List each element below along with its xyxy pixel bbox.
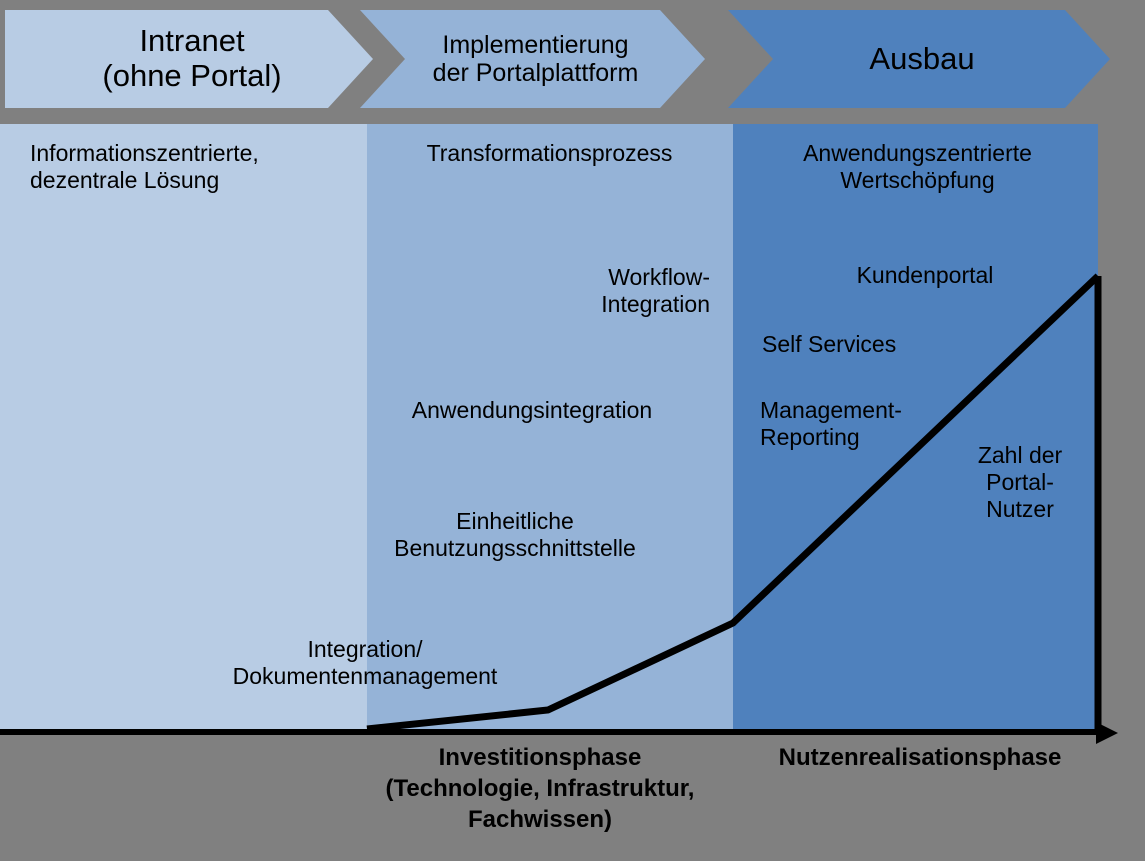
stage-arrow-implementierung[interactable]: Implementierung der Portalplattform xyxy=(360,10,705,108)
column-intranet xyxy=(0,124,367,732)
curve-label-zahl-der-portal-nutzer: Zahl der Portal- Nutzer xyxy=(977,442,1063,523)
stage-arrow-ausbau[interactable]: Ausbau xyxy=(728,10,1110,108)
item-informationszentrierte-dezentrale-loesung: Informationszentrierte, dezentrale Lösun… xyxy=(30,140,259,194)
stage-arrow-implementierung-label: Implementierung der Portalplattform xyxy=(432,31,639,87)
item-self-services: Self Services xyxy=(762,331,897,357)
item-transformationsprozess: Transformationsprozess xyxy=(426,140,673,166)
item-anwendungszentrierte-wertschoepfung: Anwendungszentrierte Wertschöpfung xyxy=(803,140,1032,194)
stage-arrow-band: Intranet (ohne Portal) Implementierung d… xyxy=(0,0,1145,124)
item-workflow-integration: Workflow- Integration xyxy=(601,264,710,318)
item-einheitliche-benutzungsschnittstelle: Einheitliche Benutzungsschnittstelle xyxy=(394,508,636,562)
item-integration-dokumentenmanagement: Integration/ Dokumentenmanagement xyxy=(232,636,498,690)
stage-arrow-intranet[interactable]: Intranet (ohne Portal) xyxy=(5,10,373,108)
time-axis-line xyxy=(0,729,1098,735)
item-kundenportal: Kundenportal xyxy=(856,262,994,288)
stage-arrow-ausbau-label: Ausbau xyxy=(869,40,975,76)
phase-label-nutzenrealisationsphase: Nutzenrealisationsphase xyxy=(778,744,1062,771)
time-axis-arrow-icon xyxy=(1096,722,1118,744)
phase-label-investitionsphase: Investitionsphase (Technologie, Infrastr… xyxy=(385,744,695,834)
item-anwendungsintegration: Anwendungsintegration xyxy=(411,397,653,423)
stage-arrow-intranet-label: Intranet (ohne Portal) xyxy=(102,23,282,93)
